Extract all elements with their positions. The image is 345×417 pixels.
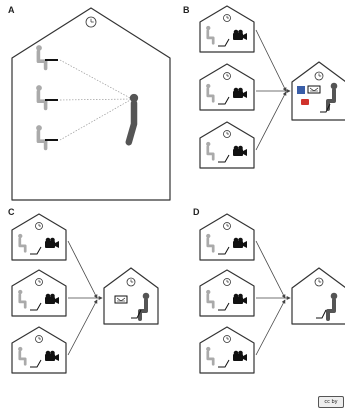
video-camera-icon: [233, 350, 247, 361]
clock-icon: [223, 278, 231, 286]
laptop-icon: [218, 359, 230, 368]
sight-line: [59, 98, 133, 101]
clock-icon: [223, 335, 231, 343]
video-camera-icon: [233, 145, 247, 156]
clock-icon: [126, 277, 136, 287]
laptop-icon: [218, 96, 230, 105]
connection-arrow: [255, 29, 287, 92]
teacher-seated-icon: [138, 292, 150, 321]
remote-student-icon: [206, 346, 215, 366]
clock-icon: [223, 14, 231, 22]
laptop-icon: [30, 246, 42, 255]
clock-icon: [314, 277, 324, 287]
panel-b-remote-teaching: [199, 5, 345, 169]
license-badge: cc by: [318, 396, 344, 408]
sight-line: [59, 98, 133, 141]
connection-arrow: [255, 299, 286, 356]
clock-icon: [314, 71, 324, 81]
clock-icon: [223, 72, 231, 80]
student-icon: [36, 45, 48, 71]
video-camera-icon: [45, 350, 59, 361]
video-camera-icon: [45, 237, 59, 248]
clock-icon: [35, 278, 43, 286]
panel-label-b: B: [183, 5, 190, 15]
video-screen-icon: [307, 85, 321, 94]
screen-blue-icon: [297, 86, 305, 94]
connection-arrow: [255, 240, 286, 299]
clock-icon: [35, 222, 43, 230]
video-camera-icon: [233, 29, 247, 40]
laptop-icon: [218, 246, 230, 255]
screen-red-icon: [301, 99, 309, 105]
video-camera-icon: [45, 293, 59, 304]
laptop-icon: [131, 309, 142, 319]
remote-student-icon: [18, 233, 27, 253]
clock-icon: [85, 16, 97, 28]
laptop-icon: [218, 302, 230, 311]
student-icon: [36, 85, 48, 111]
teacher-seated-icon: [326, 82, 338, 111]
video-camera-icon: [233, 87, 247, 98]
virtual-classroom-screens: [297, 86, 309, 105]
teacher-standing-icon: [125, 93, 139, 146]
laptop-icon: [218, 154, 230, 163]
video-screen-icon: [114, 295, 128, 304]
video-camera-icon: [233, 237, 247, 248]
panel-label-d: D: [193, 207, 200, 217]
laptop-icon: [218, 38, 230, 47]
panel-c-hybrid-streaming: [11, 213, 159, 374]
laptop-icon: [320, 103, 331, 113]
laptop-icon: [316, 309, 327, 319]
remote-student-icon: [206, 83, 215, 103]
video-camera-icon: [233, 293, 247, 304]
connection-arrow: [67, 240, 98, 299]
connection-arrow: [255, 91, 287, 151]
laptop-icon: [30, 302, 42, 311]
student-icon: [36, 125, 48, 151]
remote-student-icon: [206, 141, 215, 161]
clock-icon: [35, 335, 43, 343]
panel-label-c: C: [8, 207, 15, 217]
classroom-house: [11, 7, 171, 201]
teacher-seated-icon: [326, 292, 338, 321]
connection-arrow: [67, 299, 98, 356]
teacher-house: [103, 267, 159, 325]
remote-student-icon: [206, 233, 215, 253]
remote-student-icon: [206, 289, 215, 309]
remote-student-icon: [18, 289, 27, 309]
panel-a-classroom: [11, 7, 171, 201]
clock-icon: [223, 130, 231, 138]
clock-icon: [223, 222, 231, 230]
panel-d-remote-without-screen: [199, 213, 345, 374]
laptop-icon: [30, 359, 42, 368]
remote-student-icon: [206, 25, 215, 45]
remote-student-icon: [18, 346, 27, 366]
panel-label-a: A: [8, 5, 15, 15]
